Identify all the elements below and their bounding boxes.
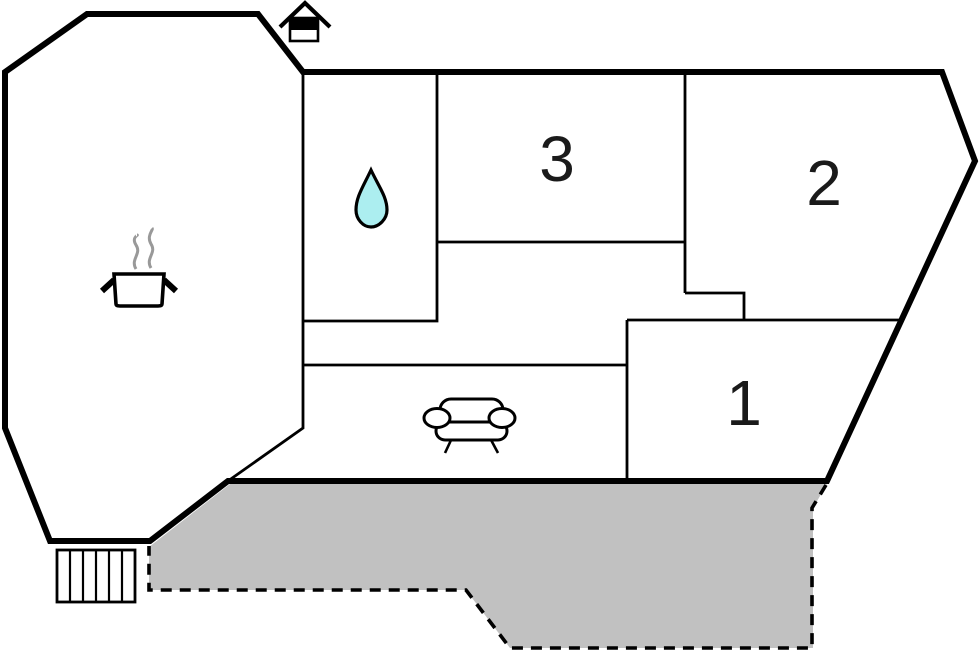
terrace-area [147, 484, 828, 650]
pot-handle-right [161, 277, 179, 294]
water-drop-icon [354, 166, 389, 229]
outer-walls [2, 11, 979, 544]
pot-handle-left [99, 277, 117, 294]
cooking-pot-icon [99, 226, 179, 308]
terrace-dashed-border [147, 484, 828, 650]
entrance-house-icon [278, 0, 332, 43]
kitchen-partition-wall [227, 72, 305, 483]
sofa-icon [422, 397, 517, 454]
interior-walls [227, 72, 901, 483]
sofa-base [434, 420, 509, 442]
bedroom1-walls [625, 318, 901, 481]
terrace-fill [149, 484, 827, 648]
bathroom-walls [303, 72, 439, 323]
sofa-armrest-right [487, 407, 517, 429]
pot-body [112, 272, 166, 308]
room-2-label: 2 [806, 147, 842, 219]
room-1-label: 1 [726, 367, 762, 439]
bedroom3-walls [437, 72, 687, 293]
steam-right [147, 226, 155, 269]
room-3-label: 3 [539, 123, 575, 195]
sofa-armrest-left [422, 407, 452, 429]
hallway-step-wall [685, 291, 746, 320]
stairs-icon [55, 548, 137, 604]
